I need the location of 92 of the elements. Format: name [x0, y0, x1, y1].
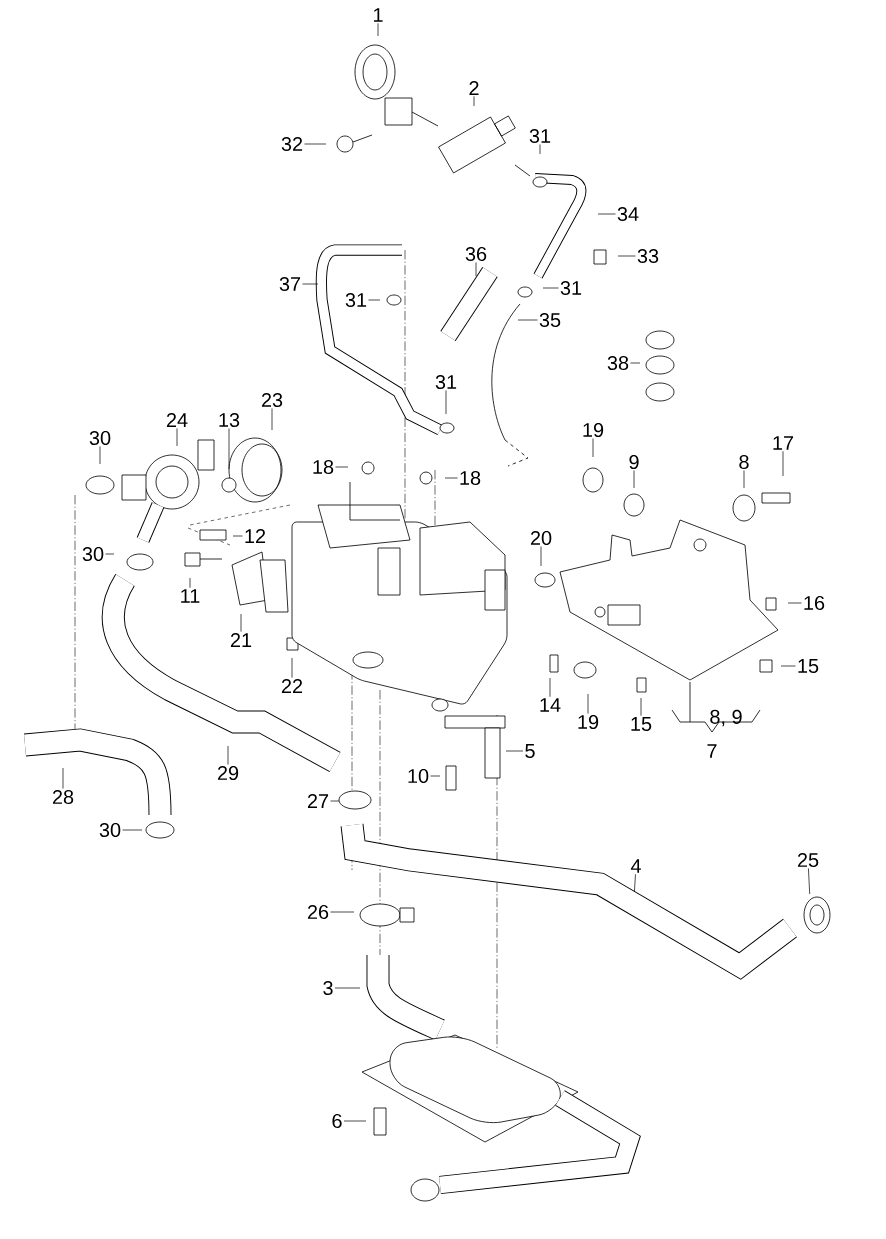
callout-number: 13 — [219, 412, 240, 428]
leader-line — [587, 693, 589, 714]
leader-line — [240, 613, 242, 632]
callout-number: 19 — [578, 714, 599, 730]
leader-line — [633, 470, 635, 489]
leader-line — [334, 987, 361, 989]
callout-number: 14 — [540, 698, 561, 712]
leader-line — [228, 428, 230, 470]
leader-line — [808, 868, 811, 895]
leader-line — [475, 262, 477, 277]
leader-line — [291, 657, 293, 678]
leader-line — [330, 800, 340, 802]
callout-number: 31 — [529, 128, 551, 144]
leader-line — [302, 283, 319, 285]
callout-number: 32 — [281, 136, 303, 152]
callout-number: 8 — [739, 454, 749, 470]
callout-number: 38 — [607, 355, 629, 371]
callout-number: 2 — [469, 81, 479, 95]
callout-number: 11 — [181, 589, 200, 603]
leader-line — [176, 428, 178, 447]
callout-number: 37 — [279, 276, 301, 292]
callout-number: 21 — [230, 633, 252, 647]
leader-line — [122, 829, 143, 831]
callout-number: 20 — [530, 530, 552, 546]
callout-number: 26 — [307, 904, 329, 920]
leader-line — [542, 287, 559, 289]
leader-line — [517, 319, 538, 321]
callout-number: 31 — [560, 280, 582, 296]
leader-line — [105, 553, 115, 555]
callout-number: 18 — [460, 470, 481, 486]
leader-line — [271, 408, 273, 431]
callout-number: 3 — [323, 980, 333, 996]
callout-number: 36 — [465, 246, 487, 262]
leader-line — [549, 677, 551, 698]
callout-number: 6 — [332, 1113, 342, 1129]
leader-line — [780, 665, 796, 667]
callout-number: 25 — [797, 852, 819, 868]
leader-line — [430, 775, 441, 777]
callout-number: 15 — [631, 717, 652, 731]
leader-line — [617, 255, 636, 257]
leader-line — [330, 911, 355, 913]
callout-number: 7 — [707, 744, 717, 758]
callout-number: 18 — [313, 459, 334, 475]
callout-number: 9 — [629, 454, 639, 470]
leader-line — [787, 602, 802, 604]
leader-line — [592, 438, 594, 458]
leader-line — [62, 767, 64, 789]
callout-number: 27 — [307, 794, 329, 808]
callout-number: 30 — [99, 822, 121, 838]
leader-line — [630, 362, 641, 364]
callout-number: 17 — [773, 436, 794, 450]
leader-line — [445, 390, 447, 415]
callout-number: 34 — [617, 206, 639, 222]
callout-number: 23 — [261, 392, 283, 408]
callout-number: 33 — [637, 248, 659, 264]
leader-line — [634, 873, 636, 893]
callout-number: 15 — [798, 659, 819, 673]
callout-number: 10 — [408, 768, 429, 784]
leader-line — [444, 477, 458, 479]
leader-line — [539, 144, 541, 155]
leader-line — [189, 577, 191, 589]
leader-line — [227, 745, 229, 765]
leader-line — [505, 750, 524, 752]
leader-line — [473, 96, 475, 107]
callout-number: 16 — [804, 595, 825, 611]
callout-number: 1 — [374, 8, 383, 22]
leader-line — [335, 466, 349, 468]
leader-line — [597, 213, 616, 215]
leader-line — [640, 697, 642, 716]
callout-number: 4 — [630, 859, 641, 873]
leader-line — [540, 546, 542, 567]
leader-line — [99, 446, 101, 465]
callout-number: 30 — [89, 430, 111, 446]
callout-number: 22 — [281, 679, 303, 693]
callout-number: 31 — [345, 292, 367, 308]
callout-number: 35 — [539, 312, 561, 328]
callout-number: 28 — [52, 789, 74, 805]
callout-number: 19 — [583, 422, 604, 438]
callout-number: 31 — [435, 374, 457, 390]
leader-line — [232, 535, 243, 537]
callout-number: 29 — [217, 765, 239, 781]
leader-line — [368, 299, 381, 301]
leader-line — [377, 22, 379, 37]
leader-line — [743, 470, 745, 489]
leader-line — [304, 143, 327, 145]
callout-number: 8, 9 — [710, 709, 742, 727]
callout-number: 30 — [82, 546, 104, 562]
callout-number: 24 — [166, 413, 188, 427]
leader-line — [343, 1120, 367, 1122]
callout-number: 5 — [525, 744, 535, 758]
leader-line — [782, 450, 784, 477]
callout-number: 12 — [245, 529, 266, 543]
